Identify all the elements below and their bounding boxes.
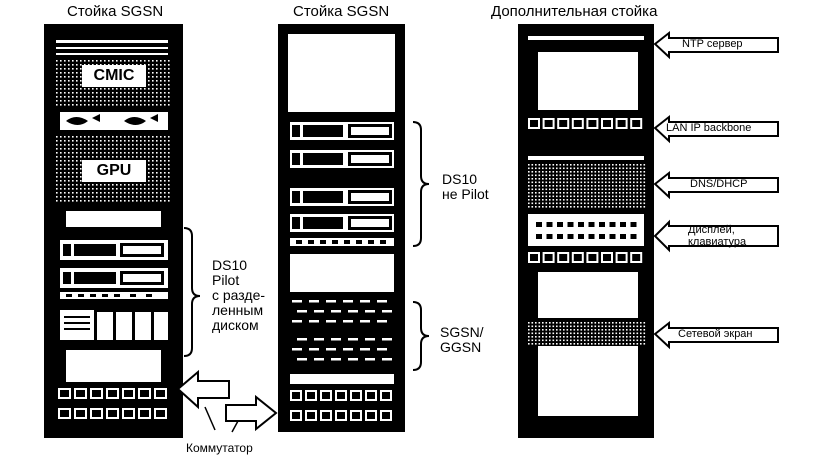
ds10-pilot-unit-2 [60, 268, 168, 288]
arrow-display [653, 219, 779, 253]
arrow-right-switch [225, 394, 278, 432]
arrow-dns [653, 170, 779, 200]
switch-ports-rack-2 [290, 390, 392, 421]
switch-ports-rack-1 [58, 388, 167, 419]
title-rack-3: Дополнительная стойка [491, 3, 658, 20]
fan-bar [60, 112, 168, 130]
title-rack-1: Стойка SGSN [67, 3, 164, 20]
display-keyboard-panel [528, 214, 644, 246]
disk-panel [60, 310, 168, 340]
label-dns: DNS/DHCP [690, 178, 748, 190]
gpu-box: GPU [82, 160, 146, 182]
arrow-firewall [653, 320, 779, 350]
label-ds10-not-pilot: DS10 не Pilot [442, 171, 489, 202]
brace-ds10-not-pilot [412, 121, 430, 247]
brace-sgsn-ggsn [412, 301, 430, 371]
label-switch: Коммутатор [186, 441, 253, 455]
cmic-box: CMIC [82, 65, 146, 87]
arrow-lan [653, 114, 779, 144]
label-ds10-pilot: DS10 Pilot с разде- ленным диском [212, 257, 266, 333]
label-display: Дисплей, клавиатура [688, 224, 747, 248]
title-rack-2: Стойка SGSN [293, 3, 390, 20]
rack-3 [518, 24, 654, 438]
label-sgsn-ggsn: SGSN/ GGSN [440, 324, 484, 355]
arrow-ntp [653, 30, 779, 60]
brace-ds10-pilot [183, 227, 201, 357]
label-lan: LAN IP backbone [666, 122, 752, 134]
label-firewall: Сетевой экран [678, 328, 753, 340]
ds10-pilot-unit-1 [60, 240, 168, 260]
rack-2 [278, 24, 405, 432]
label-ntp: NTP сервер [682, 38, 743, 50]
arrow-left-switch [176, 369, 230, 410]
rack-1 [44, 24, 183, 438]
